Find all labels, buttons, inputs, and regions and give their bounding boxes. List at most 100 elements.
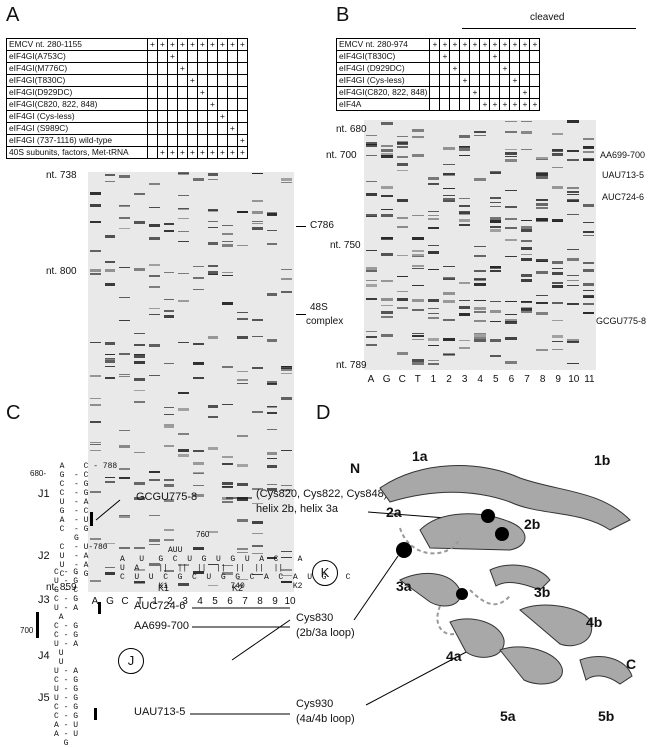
gel-band: [222, 233, 234, 235]
lane-label: 5: [493, 374, 499, 385]
panel-d-3a-label: 3a: [396, 578, 412, 594]
gel-band: [90, 269, 101, 272]
gel-band: [458, 155, 471, 156]
gel-band: [281, 291, 292, 293]
gel-band: [396, 352, 409, 355]
gel-band: [536, 199, 548, 201]
gel-band: [427, 313, 440, 314]
gel-band: [366, 267, 378, 270]
gel-band: [134, 378, 145, 381]
gel-band: [412, 285, 424, 286]
gel-band: [366, 181, 378, 182]
lane-label: 10: [284, 596, 296, 607]
gel-band: [551, 349, 564, 350]
panel-d-c-label: C: [626, 656, 637, 672]
gel-band: [412, 362, 424, 365]
gel-band: [148, 308, 160, 309]
gel-band: [104, 354, 116, 355]
gel-band: [536, 203, 548, 206]
gel-band: [134, 582, 145, 584]
gel-band: [505, 319, 517, 322]
gel-band: [178, 449, 189, 452]
gel-band: [193, 547, 204, 550]
gel-band: [266, 484, 278, 485]
lane-label: 3: [461, 374, 468, 385]
gel-band: [458, 347, 471, 349]
gel-band: [443, 266, 455, 267]
gel-band: [134, 482, 145, 485]
gel-band: [381, 122, 393, 125]
lane-label: 2: [446, 374, 452, 385]
gel-band: [505, 361, 517, 364]
panel-b-auc724-label: AUC724-6: [602, 192, 645, 202]
gel-band: [148, 237, 160, 240]
gel-band: [148, 544, 160, 545]
panel-c-j1-label: J1: [38, 488, 50, 500]
gel-band: [366, 155, 378, 156]
gel-band: [178, 173, 189, 175]
gel-band: [119, 205, 131, 206]
gel-band: [505, 149, 517, 150]
gel-band: [567, 187, 579, 189]
gel-band: [551, 272, 564, 275]
lane-label: 10: [568, 374, 580, 385]
panel-b-nt-680: nt. 680: [336, 124, 367, 135]
gel-band: [474, 178, 486, 181]
panel-d-2a-label: 2a: [386, 504, 402, 520]
lane-label: C: [398, 374, 406, 385]
gel-band: [551, 149, 564, 152]
gel-band: [178, 300, 189, 302]
gel-band: [266, 458, 278, 459]
gel-band: [520, 258, 533, 261]
gel-band: [207, 271, 219, 274]
gel-band: [412, 256, 424, 257]
gel-band: [474, 333, 486, 334]
panel-a-48s-label: 48S: [310, 302, 328, 313]
gel-band: [427, 184, 440, 185]
gel-band: [251, 553, 263, 554]
gel-band: [474, 334, 486, 337]
gel-band: [427, 345, 440, 346]
gel-band: [207, 209, 219, 211]
gel-band: [366, 284, 378, 287]
gel-band: [582, 290, 594, 291]
gel-band: [366, 250, 378, 251]
panel-c-cys930-annot: Cys930: [296, 698, 334, 710]
gel-band: [266, 406, 278, 407]
gel-band: [266, 339, 278, 342]
gel-band: [412, 335, 424, 337]
gel-band: [567, 194, 579, 195]
gel-band: [396, 217, 409, 219]
gel-band: [489, 197, 502, 199]
gel-band: [222, 456, 234, 458]
gel-band: [134, 569, 145, 571]
gel-band: [148, 207, 160, 208]
gel-band: [381, 298, 393, 301]
gel-band: [474, 320, 486, 322]
gel-band: [119, 445, 131, 448]
gel-band: [90, 192, 101, 195]
lane-label: 7: [524, 374, 530, 385]
gel-band: [567, 363, 579, 364]
gel-band: [458, 155, 471, 156]
gel-band: [520, 274, 533, 277]
gel-band: [366, 331, 378, 332]
gel-band: [148, 275, 160, 277]
gel-band: [90, 342, 101, 343]
gel-band: [207, 242, 219, 245]
gel-band: [163, 539, 175, 541]
gel-band: [582, 312, 594, 314]
gel-band: [281, 485, 292, 486]
gel-band: [104, 174, 116, 176]
gel-band: [104, 235, 116, 238]
gel-band: [582, 231, 594, 233]
gel-band: [207, 531, 219, 533]
gel-band: [505, 190, 517, 191]
gel-band: [90, 204, 101, 207]
gel-band: [536, 218, 548, 221]
gel-band: [104, 283, 116, 286]
lane-label: T: [136, 596, 144, 607]
gel-band: [281, 489, 292, 491]
panel-d-n-label: N: [350, 460, 361, 476]
